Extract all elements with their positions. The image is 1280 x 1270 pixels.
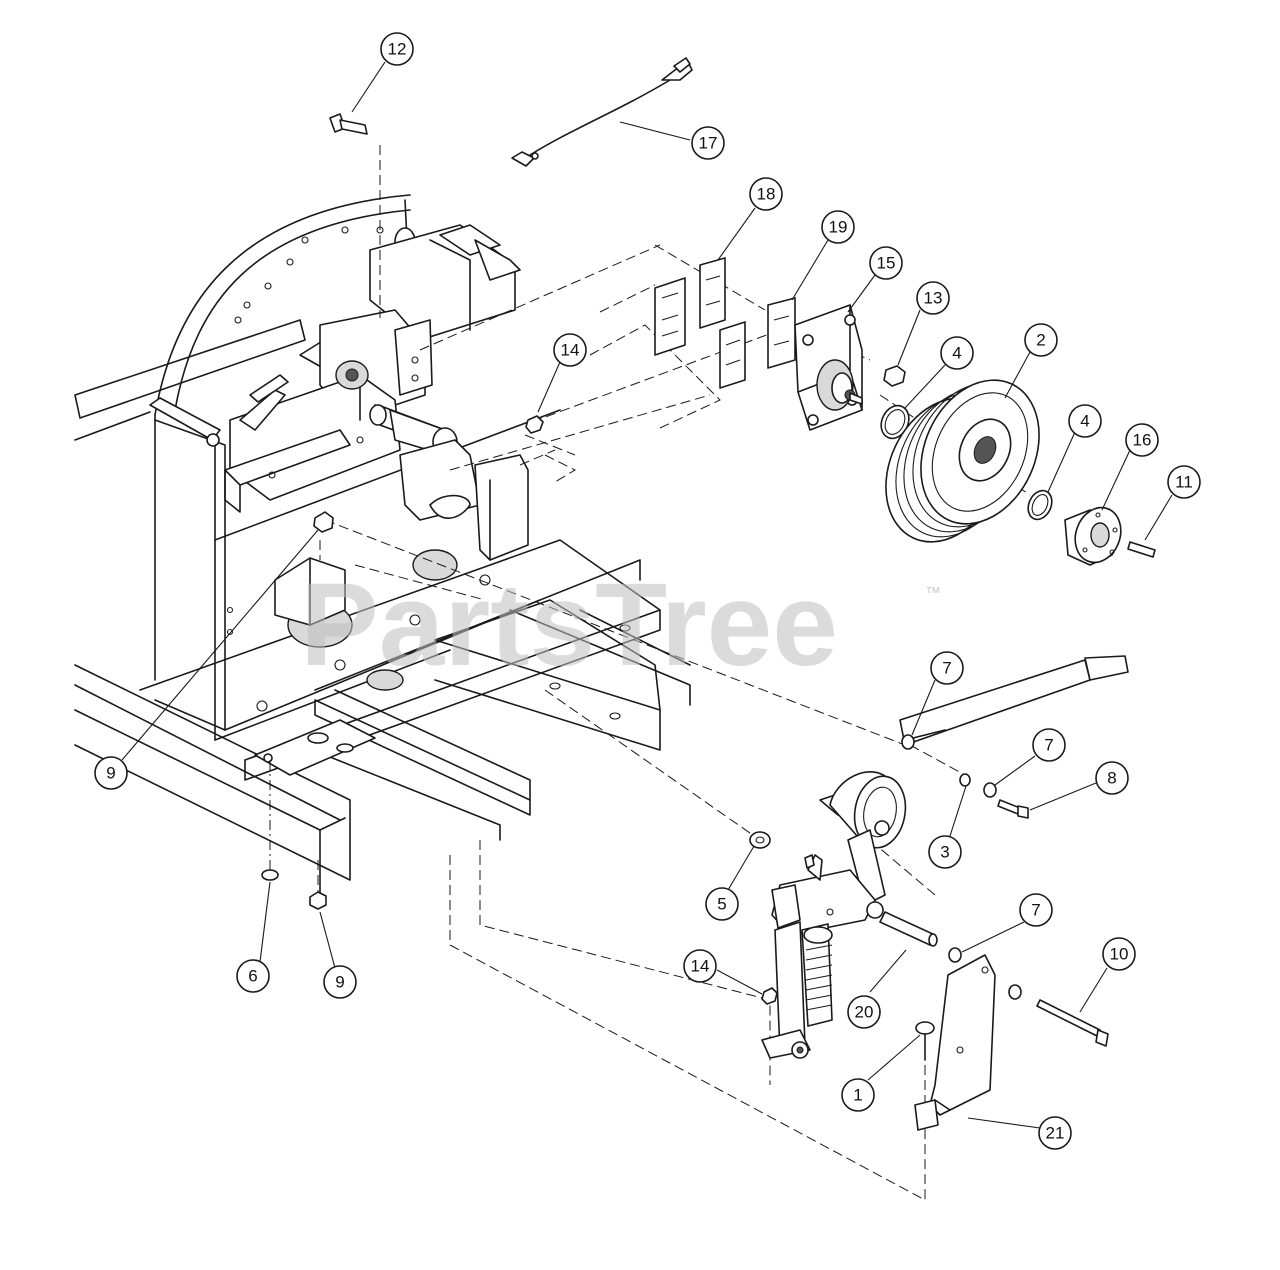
callout-12: 12 — [380, 32, 414, 66]
callout-3: 3 — [928, 835, 962, 869]
svg-text:9: 9 — [106, 764, 115, 783]
hub-16 — [1064, 506, 1122, 566]
svg-text:9: 9 — [335, 973, 344, 992]
bolt-8 — [997, 799, 1029, 819]
svg-text:7: 7 — [1044, 736, 1053, 755]
idler-arm-assembly — [771, 655, 1129, 936]
svg-text:11: 11 — [1175, 473, 1193, 492]
spring-shock-assembly — [761, 921, 833, 1059]
callout-1: 1 — [841, 1078, 875, 1112]
svg-text:2: 2 — [1036, 331, 1045, 350]
carriage-bolt-6 — [261, 869, 279, 881]
svg-text:16: 16 — [1133, 431, 1152, 450]
washer-7a — [901, 734, 915, 750]
callout-11: 11 — [1167, 465, 1201, 499]
spacer-tube-20 — [879, 911, 938, 947]
svg-text:6: 6 — [248, 967, 257, 986]
callout-16: 16 — [1125, 423, 1159, 457]
svg-text:12: 12 — [388, 40, 407, 59]
retaining-ring-4b — [1027, 489, 1053, 521]
washer-5 — [749, 831, 771, 849]
flange-bearing-15 — [794, 304, 863, 431]
svg-text:17: 17 — [699, 134, 718, 153]
svg-text:20: 20 — [855, 1003, 874, 1022]
callout-9a: 9 — [94, 756, 128, 790]
bolt-12 — [329, 113, 368, 135]
svg-text:18: 18 — [757, 185, 776, 204]
svg-text:10: 10 — [1110, 945, 1129, 964]
upper-bracket-assembly — [224, 224, 529, 561]
svg-text:1: 1 — [853, 1086, 862, 1105]
callout-17: 17 — [691, 126, 725, 160]
callout-13: 13 — [916, 281, 950, 315]
svg-text:13: 13 — [924, 289, 943, 308]
bolt-10 — [1036, 999, 1109, 1047]
pulley-2 — [885, 379, 1040, 543]
nut-9b — [309, 891, 327, 910]
svg-text:19: 19 — [829, 218, 848, 237]
retaining-ring-4a — [880, 404, 910, 440]
svg-text:7: 7 — [942, 659, 951, 678]
svg-text:4: 4 — [952, 344, 961, 363]
nut-9a — [313, 511, 334, 533]
callout-2: 2 — [1024, 323, 1058, 357]
callout-10: 10 — [1102, 937, 1136, 971]
callout-7c: 7 — [1019, 893, 1053, 927]
trademark-symbol: ™ — [925, 585, 941, 602]
key-11 — [1127, 541, 1156, 558]
callout-20: 20 — [847, 995, 881, 1029]
callout-5: 5 — [705, 887, 739, 921]
svg-text:7: 7 — [1031, 901, 1040, 920]
callout-8: 8 — [1095, 761, 1129, 795]
bracket-21 — [914, 954, 996, 1131]
svg-text:14: 14 — [691, 957, 710, 976]
cable-17 — [511, 57, 693, 167]
callout-9b: 9 — [323, 965, 357, 999]
spacer-3 — [959, 773, 971, 787]
svg-text:14: 14 — [561, 341, 580, 360]
callout-7b: 7 — [1032, 728, 1066, 762]
svg-text:5: 5 — [717, 895, 726, 914]
watermark-text: PartsTree — [300, 559, 838, 691]
callout-18: 18 — [749, 177, 783, 211]
frame-rails — [74, 319, 691, 901]
svg-text:8: 8 — [1107, 769, 1116, 788]
svg-text:15: 15 — [877, 254, 896, 273]
callout-14b: 14 — [683, 949, 717, 983]
locknut-14b — [761, 987, 778, 1005]
washer-7c — [948, 947, 962, 963]
svg-text:3: 3 — [940, 843, 949, 862]
washer-7d — [1008, 984, 1022, 1000]
callout-6: 6 — [236, 959, 270, 993]
callout-7a: 7 — [930, 651, 964, 685]
svg-text:21: 21 — [1046, 1124, 1065, 1143]
svg-text:4: 4 — [1080, 412, 1089, 431]
callout-leaders — [121, 61, 1173, 1129]
callout-15: 15 — [869, 246, 903, 280]
locknut-14a — [525, 415, 544, 434]
shims-18-19 — [654, 257, 796, 389]
callout-4a: 4 — [940, 336, 974, 370]
callout-4b: 4 — [1068, 404, 1102, 438]
callout-21: 21 — [1038, 1116, 1072, 1150]
callout-19: 19 — [821, 210, 855, 244]
nut-13 — [883, 365, 906, 387]
callout-14a: 14 — [553, 333, 587, 367]
carriage-bolt-1 — [915, 1021, 935, 1061]
washer-7b — [983, 782, 997, 798]
lower-frame-brackets — [226, 514, 631, 776]
